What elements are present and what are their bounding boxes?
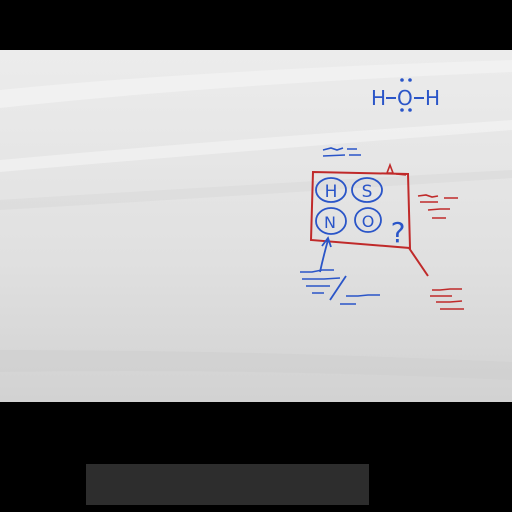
cell-label: S — [362, 182, 373, 202]
cell-label: N — [324, 213, 336, 232]
element-box: H S N O ? — [309, 170, 429, 277]
lone-pair-dot — [400, 108, 404, 112]
cell-outline — [351, 177, 383, 203]
cell-outline — [315, 177, 347, 203]
scribble-right-of-box — [417, 194, 458, 219]
caption-bar — [86, 464, 369, 505]
scribble-lower-right — [430, 288, 464, 310]
cell-label: O — [362, 212, 375, 231]
board-streak — [0, 350, 512, 380]
cell-label: H — [325, 182, 338, 202]
scribble-below-box — [300, 269, 380, 305]
board-streak — [0, 60, 512, 108]
cell-outline — [354, 207, 382, 233]
water-formula: H O H — [371, 78, 440, 112]
formula-center-atom: O — [397, 86, 413, 110]
board-streak — [0, 170, 512, 210]
board-streak — [0, 120, 512, 172]
formula-right-atom: H — [425, 86, 440, 110]
box-pointer-line — [408, 247, 429, 277]
whiteboard: H O H H S N — [0, 50, 512, 402]
formula-left-atom: H — [371, 86, 386, 110]
whiteboard-canvas: H O H H S N — [0, 50, 512, 402]
lone-pair-dot — [400, 78, 404, 82]
lone-pair-dot — [408, 108, 412, 112]
scribble-above-box — [322, 147, 361, 157]
question-mark: ? — [391, 216, 406, 249]
board-surface — [0, 50, 512, 402]
lone-pair-dot — [408, 78, 412, 82]
cell-outline — [315, 207, 347, 235]
